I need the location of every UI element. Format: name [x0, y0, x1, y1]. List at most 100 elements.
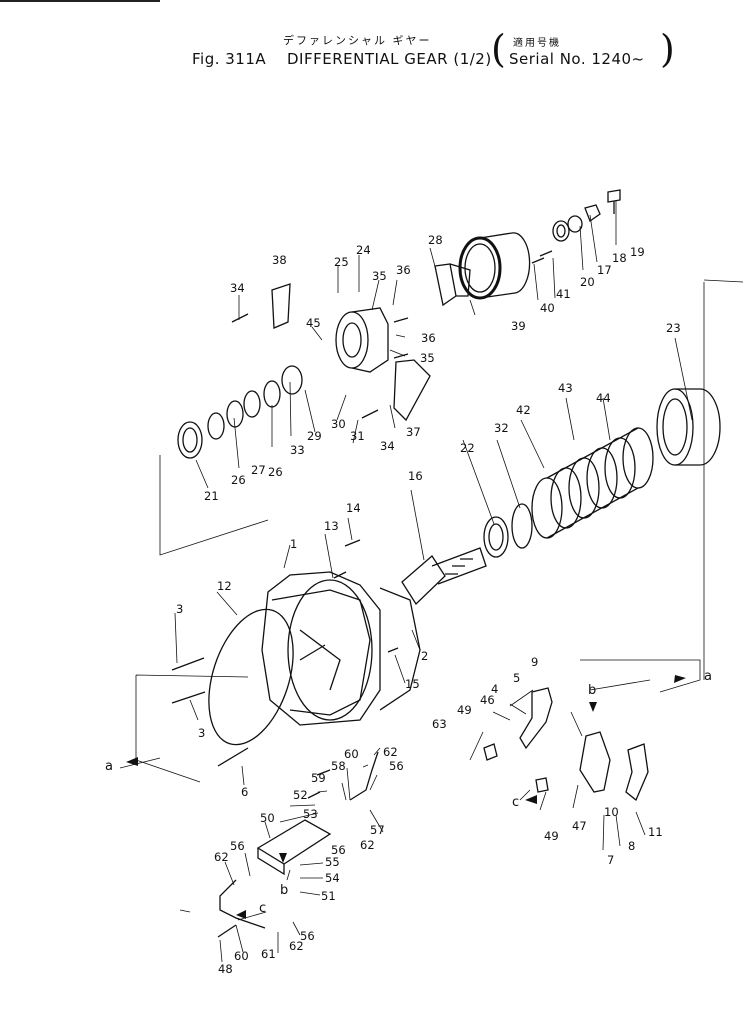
callout-25: 25	[334, 255, 349, 269]
connector-b: b	[588, 683, 596, 698]
callout-10: 10	[604, 805, 619, 819]
callout-26: 26	[268, 465, 283, 479]
callout-12: 12	[217, 579, 232, 593]
callout-11: 11	[648, 825, 663, 839]
callout-56: 56	[389, 759, 404, 773]
callout-19: 19	[630, 245, 645, 259]
callout-20: 20	[580, 275, 595, 289]
callout-28: 28	[428, 233, 443, 247]
gasket-12	[208, 608, 294, 746]
callout-14: 14	[346, 501, 361, 515]
callout-60: 60	[344, 747, 359, 761]
callout-6: 6	[241, 785, 248, 799]
callout-21: 21	[204, 489, 219, 503]
callout-39: 39	[511, 319, 526, 333]
applicability-label: 適用号機	[513, 38, 561, 49]
bracket-11	[625, 743, 649, 802]
callout-62: 62	[214, 850, 229, 864]
callout-31: 31	[350, 429, 365, 443]
callout-7: 7	[607, 853, 614, 867]
callout-16: 16	[408, 469, 423, 483]
callout-62: 62	[289, 939, 304, 953]
callout-22: 22	[460, 441, 475, 455]
callout-53: 53	[303, 807, 318, 821]
callout-29: 29	[307, 429, 322, 443]
connector-a: a	[105, 759, 113, 774]
callout-17: 17	[597, 263, 612, 277]
callout-35: 35	[372, 269, 387, 283]
callout-61: 61	[261, 947, 276, 961]
callout-59: 59	[311, 771, 326, 785]
callout-26: 26	[231, 473, 246, 487]
callout-43: 43	[558, 381, 573, 395]
callout-58: 58	[331, 759, 346, 773]
pipe-60-61	[219, 751, 379, 929]
callout-3: 3	[176, 602, 183, 616]
arrow-c-left	[236, 910, 246, 919]
figure-title: DIFFERENTIAL GEAR (1/2)	[287, 50, 492, 68]
left-paren: (	[491, 27, 506, 71]
callout-44: 44	[596, 391, 611, 405]
arrow-a-right	[674, 675, 686, 683]
callout-56: 56	[331, 843, 346, 857]
connector-b: b	[280, 883, 288, 898]
arrow-b-left	[279, 853, 287, 863]
right-paren: )	[660, 27, 675, 71]
bearing-22-ring-32	[483, 503, 533, 558]
connector-c: c	[259, 901, 266, 916]
bracket-23	[656, 388, 721, 466]
serial-range: Serial No. 1240~	[509, 50, 645, 68]
callout-47: 47	[572, 819, 587, 833]
connector-c: c	[512, 795, 519, 810]
callout-32: 32	[494, 421, 509, 435]
arrow-b-right	[589, 702, 597, 712]
bearing-cage-30	[335, 307, 409, 373]
callout-40: 40	[540, 301, 555, 315]
callout-63: 63	[432, 717, 447, 731]
callout-49: 49	[544, 829, 559, 843]
callout-57: 57	[370, 823, 385, 837]
parts-17-20	[531, 189, 621, 264]
callout-30: 30	[331, 417, 346, 431]
clips-47-49	[483, 743, 549, 793]
seal-rings-21-33	[177, 365, 303, 459]
plates-37-38	[271, 283, 431, 422]
callout-52: 52	[293, 788, 308, 802]
callout-4: 4	[491, 682, 498, 696]
callout-56: 56	[300, 929, 315, 943]
callout-35: 35	[420, 351, 435, 365]
callout-9: 9	[531, 655, 538, 669]
callout-54: 54	[325, 871, 340, 885]
callout-41: 41	[556, 287, 571, 301]
small-bolts	[217, 313, 399, 938]
pinion-gear-16	[401, 547, 487, 606]
cover-50	[256, 819, 332, 876]
bracket-9	[519, 687, 553, 750]
callout-38: 38	[272, 253, 287, 267]
callout-24: 24	[356, 243, 371, 257]
callout-62: 62	[383, 745, 398, 759]
arrow-a-left	[126, 757, 138, 766]
callout-46: 46	[480, 693, 495, 707]
direction-arrows	[126, 675, 686, 919]
arrow-c-right	[525, 795, 537, 804]
figure-number: Fig. 311A	[192, 50, 267, 68]
callout-34: 34	[230, 281, 245, 295]
callout-18: 18	[612, 251, 627, 265]
callout-8: 8	[628, 839, 635, 853]
callout-3: 3	[198, 726, 205, 740]
carrier-housing-39	[458, 232, 531, 300]
callout-23: 23	[666, 321, 681, 335]
stud-bolts-3-6	[171, 657, 249, 767]
callout-42: 42	[516, 403, 531, 417]
callout-50: 50	[260, 811, 275, 825]
top-rule	[0, 0, 160, 2]
callout-15: 15	[405, 677, 420, 691]
callout-60: 60	[234, 949, 249, 963]
callout-1: 1	[290, 537, 297, 551]
yoke-28	[434, 263, 471, 307]
callout-27: 27	[251, 463, 266, 477]
callout-62: 62	[360, 838, 375, 852]
